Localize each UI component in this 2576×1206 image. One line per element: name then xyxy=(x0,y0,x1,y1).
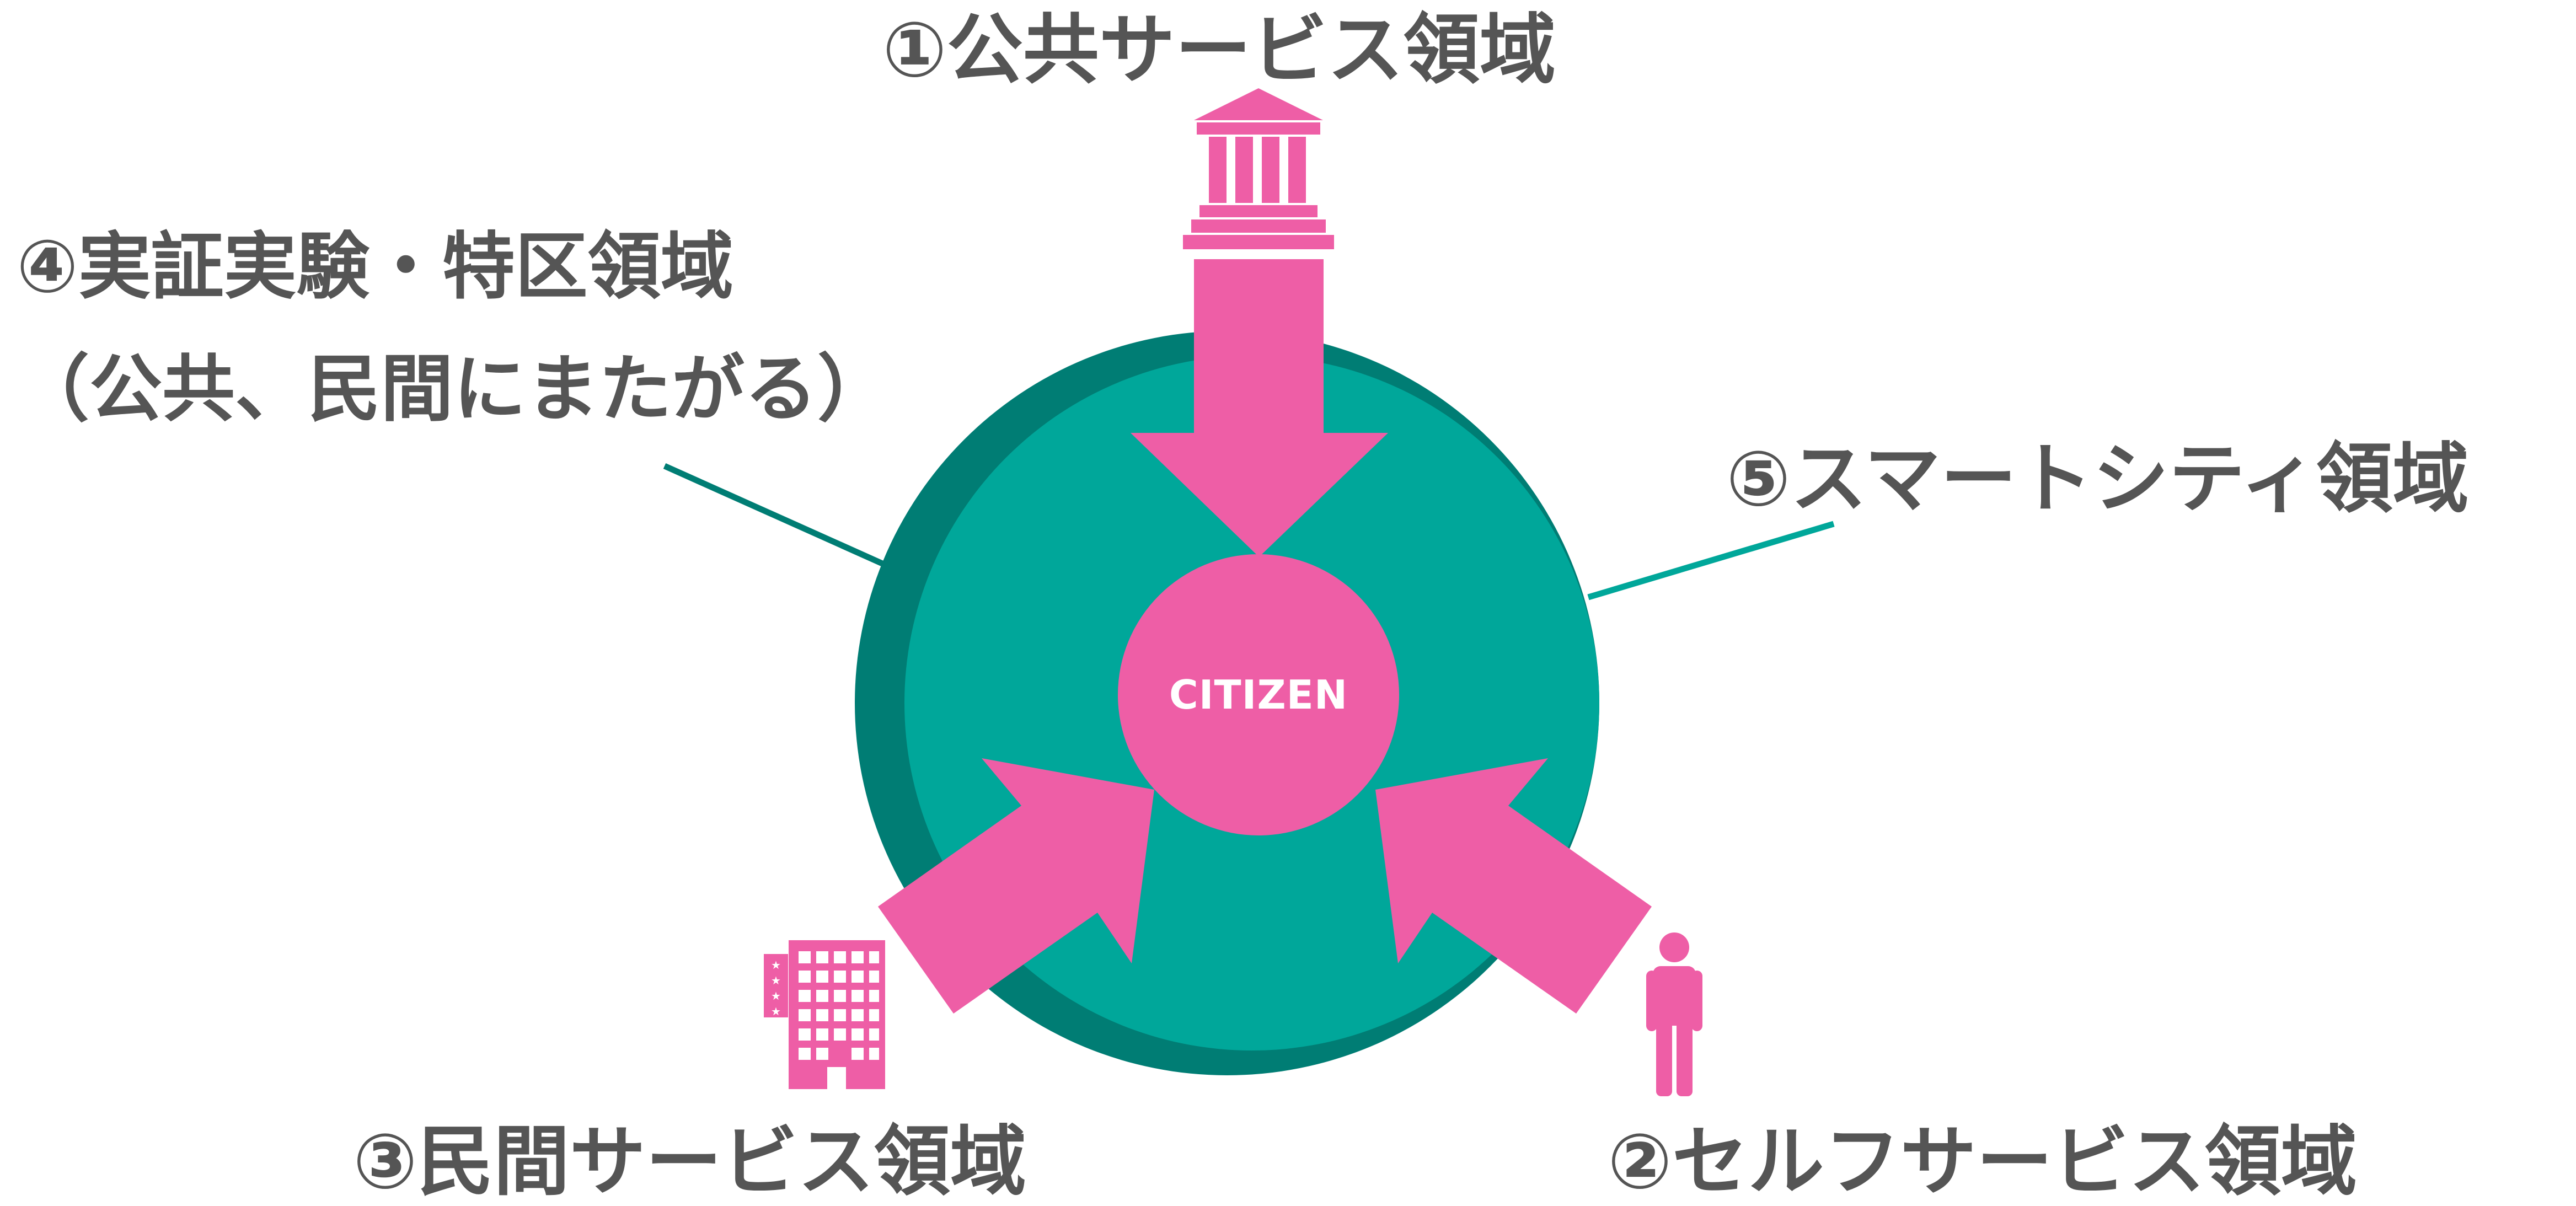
connector-line-experiment xyxy=(663,463,884,567)
label-experiment-line1: ④実証実験・特区領域 xyxy=(17,224,733,309)
label-private-services: ③民間サービス領域 xyxy=(353,1117,1026,1206)
label-experiment-line2: （公共、民間にまたがる） xyxy=(17,347,890,432)
label-public-services: ①公共サービス領域 xyxy=(882,6,1556,94)
government-building-icon xyxy=(1183,88,1334,249)
citizen-circle xyxy=(1118,554,1399,835)
citizen-label: CITIZEN xyxy=(1169,672,1348,718)
arrow-self xyxy=(1375,758,1652,1014)
label-self-services: ②セルフサービス領域 xyxy=(1608,1117,2357,1206)
svg-text:★: ★ xyxy=(771,1005,781,1018)
label-smart-city: ⑤スマートシティ領域 xyxy=(1726,435,2469,523)
office-building-icon: ★ ★ ★ ★ xyxy=(764,940,885,1089)
arrow-private xyxy=(878,758,1154,1014)
svg-text:★: ★ xyxy=(771,989,781,1003)
arrow-public xyxy=(1131,259,1388,557)
person-icon xyxy=(1646,932,1702,1096)
svg-text:★: ★ xyxy=(771,974,781,987)
svg-text:★: ★ xyxy=(771,958,781,972)
connector-line-smart-city xyxy=(1587,521,1835,601)
